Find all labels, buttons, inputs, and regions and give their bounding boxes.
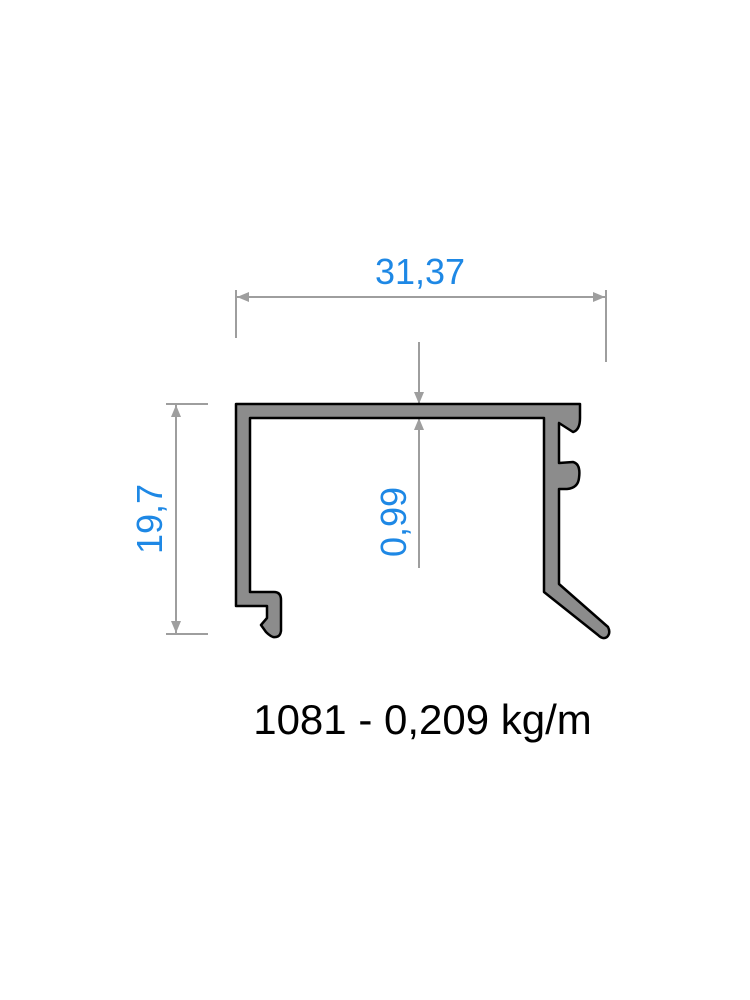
profile-cross-section [234,402,611,640]
width-label: 31,37 [375,251,465,292]
height-label: 19,7 [129,484,170,554]
thickness-label: 0,99 [373,487,414,557]
profile-caption: 1081 - 0,209 kg/m [253,696,592,743]
width-dimension: 31,37 [235,251,607,362]
thickness-dimension: 0,99 [373,342,424,568]
height-dimension: 19,7 [129,403,208,635]
